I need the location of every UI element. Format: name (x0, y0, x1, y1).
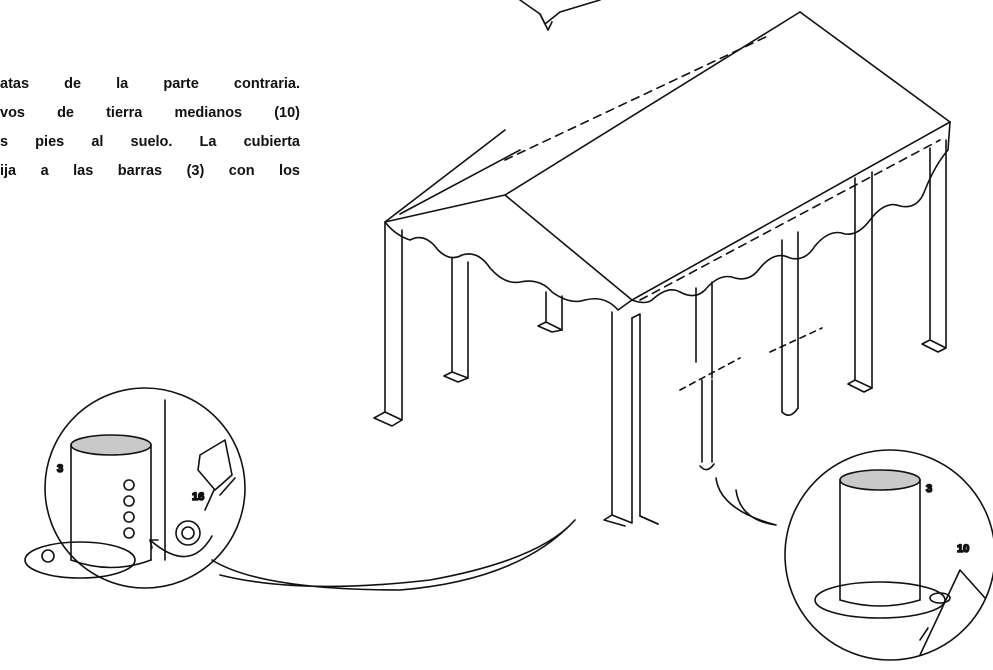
front-legs (373, 221, 659, 527)
assembly-instructions: atas de la parte contraria. vos de tierr… (0, 76, 300, 192)
instruction-line: s pies al suelo. La cubierta (0, 134, 300, 150)
detail-callout-right: 3 10 (715, 449, 993, 661)
instruction-line: atas de la parte contraria. (0, 76, 300, 92)
back-legs (443, 139, 947, 471)
roof-part-fragment (519, 0, 601, 31)
instruction-line: vos de tierra medianos (10) (0, 105, 300, 121)
detail-callout-left: 3 16 (24, 387, 576, 591)
tent-roof (384, 11, 951, 311)
detail-right-pole-label: 3 (926, 483, 932, 495)
detail-right-stake-label: 10 (957, 543, 969, 555)
detail-left-pole-label: 3 (57, 463, 63, 475)
instruction-line: ija a las barras (3) con los (0, 163, 300, 179)
detail-left-ring-label: 16 (192, 491, 204, 503)
